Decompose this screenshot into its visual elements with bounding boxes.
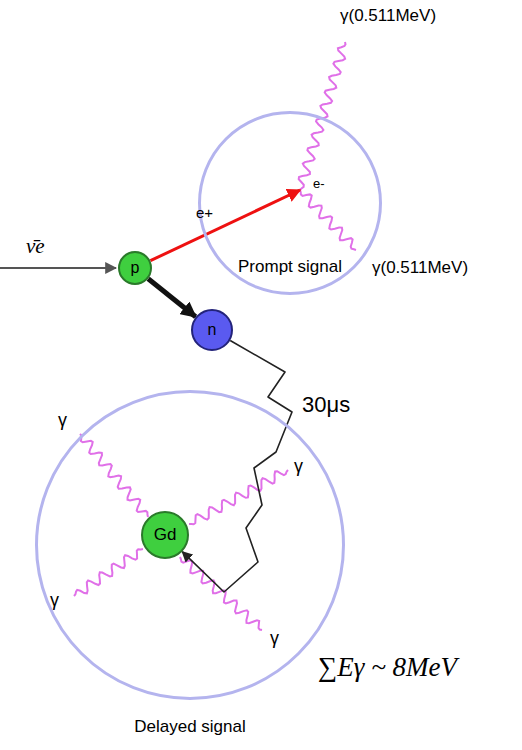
proton-circle: p <box>118 251 152 285</box>
antineutrino-arrow <box>0 267 116 269</box>
particle-symbol: Gd <box>154 525 177 545</box>
gamma-label: γ(0.511MeV) <box>370 258 470 278</box>
gamma-label: γ <box>50 590 59 611</box>
gamma-ray <box>180 557 262 630</box>
gamma-ray <box>74 549 143 596</box>
gamma-rays <box>74 42 356 630</box>
neutrino-label: ν̄e <box>26 234 45 258</box>
gadolinium-circle: Gd <box>141 511 189 559</box>
gamma-ray <box>189 470 288 524</box>
particle-symbol: p <box>131 259 140 277</box>
neutron-circle: n <box>191 309 233 351</box>
gamma-ray <box>299 42 346 190</box>
particle-label: e+ <box>196 204 213 221</box>
gamma-ray <box>80 434 148 517</box>
signal-region: Delayed signalGd <box>35 390 345 700</box>
positron-track <box>150 190 300 261</box>
time-label: 30μs <box>302 392 350 417</box>
region-title: Prompt signal <box>201 257 379 277</box>
gamma-ray <box>300 190 356 250</box>
particle-symbol: n <box>208 321 217 339</box>
gamma-label: γ(0.511MeV) <box>340 6 436 26</box>
gamma-label: γ <box>58 410 67 431</box>
signal-region: Prompt signal <box>198 111 382 295</box>
neutron-path <box>182 341 292 593</box>
gamma-label: γ <box>294 456 303 477</box>
recoil-arrow <box>148 279 195 317</box>
particle-label: e- <box>313 177 325 192</box>
gamma-label: γ <box>270 628 279 649</box>
energy-sum: ∑Eγ ~ 8MeV <box>318 652 457 683</box>
region-title: Delayed signal <box>38 717 342 737</box>
